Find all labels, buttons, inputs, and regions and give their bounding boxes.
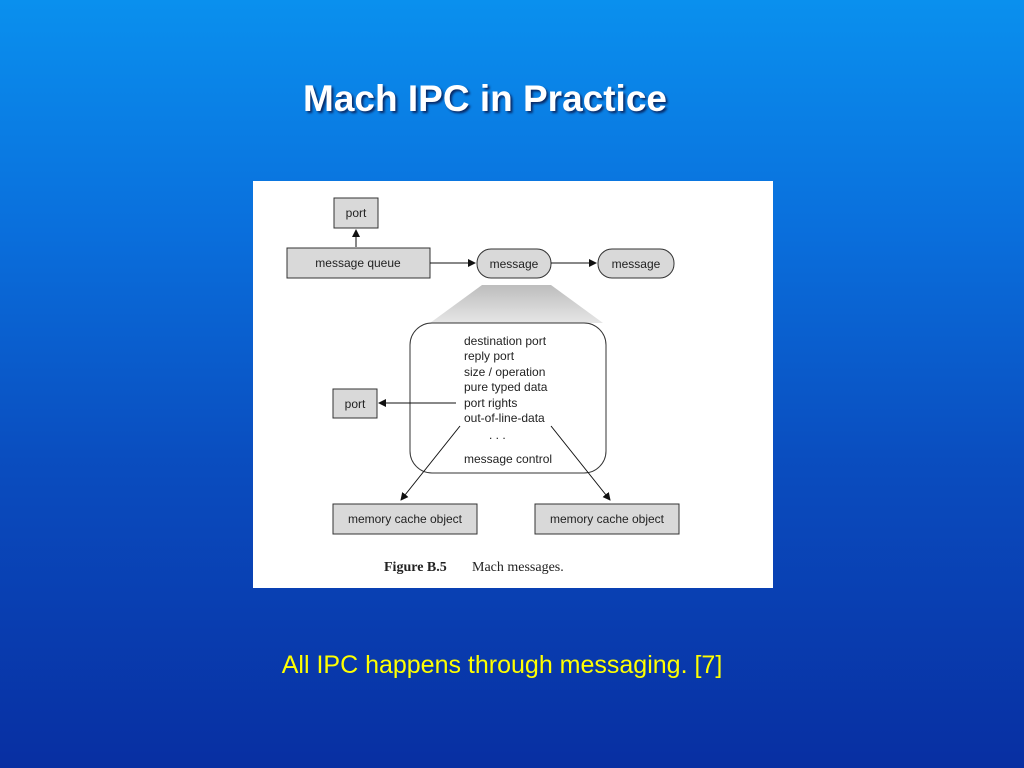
- figure-title: Mach messages.: [472, 560, 564, 575]
- message-2-label: message: [612, 257, 661, 271]
- slide-caption: All IPC happens through messaging. [7]: [281, 651, 723, 679]
- message-queue-label: message queue: [315, 256, 401, 270]
- field-message-control: message control: [464, 452, 552, 466]
- port-box-left: port: [332, 388, 378, 419]
- mach-messages-diagram: port message queue message message dest: [286, 197, 680, 575]
- expansion-funnel: [430, 285, 603, 323]
- message-node-2: message: [597, 248, 675, 279]
- figure-number: Figure B.5: [384, 560, 447, 575]
- field-reply-port: reply port: [464, 349, 515, 363]
- port-left-label: port: [345, 397, 366, 411]
- message-node-1: message: [476, 248, 552, 279]
- memory-cache-box-right: memory cache object: [534, 503, 680, 535]
- message-1-label: message: [490, 257, 539, 271]
- memory-cache-box-left: memory cache object: [332, 503, 478, 535]
- field-size-operation: size / operation: [464, 365, 545, 379]
- message-detail-box: [409, 322, 607, 474]
- memory-cache-right-label: memory cache object: [550, 512, 665, 526]
- message-fields: destination port reply port size / opera…: [464, 334, 552, 466]
- port-box-top: port: [333, 197, 379, 229]
- port-top-label: port: [346, 206, 367, 220]
- field-pure-typed-data: pure typed data: [464, 380, 548, 394]
- memory-cache-left-label: memory cache object: [348, 512, 463, 526]
- message-queue-box: message queue: [286, 247, 431, 279]
- figure-panel: port message queue message message dest: [253, 181, 773, 588]
- slide-title: Mach IPC in Practice: [303, 78, 667, 119]
- field-ellipsis: . . .: [489, 428, 506, 442]
- arrow-to-memory-cache-left: [400, 425, 461, 501]
- field-out-of-line-data: out-of-line-data: [464, 411, 545, 425]
- arrow-to-memory-cache-right: [550, 425, 611, 501]
- field-destination-port: destination port: [464, 334, 547, 348]
- field-port-rights: port rights: [464, 396, 517, 410]
